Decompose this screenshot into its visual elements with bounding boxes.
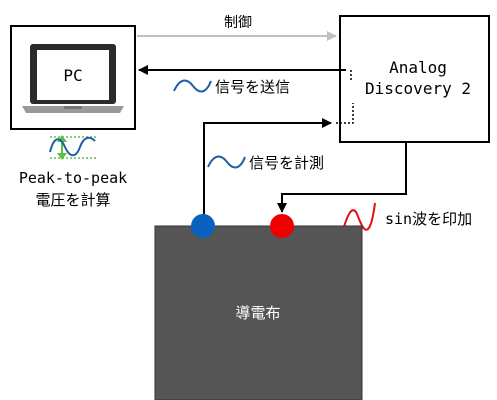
apply-sine-label: sin波を印加 bbox=[385, 210, 472, 228]
device-name-line1: Analog bbox=[389, 58, 447, 77]
peak-to-peak-label: Peak-to-peak bbox=[19, 169, 127, 187]
measure-signal-arrow bbox=[203, 118, 332, 215]
send-signal-wave-icon bbox=[173, 79, 212, 93]
send-signal-label: 信号を送信 bbox=[215, 78, 290, 96]
analog-discovery-box bbox=[339, 15, 490, 143]
red-electrode bbox=[270, 214, 294, 238]
laptop-icon bbox=[22, 44, 124, 113]
conductive-cloth bbox=[154, 225, 363, 400]
apply-sine-arrow bbox=[277, 143, 407, 213]
measure-signal-label: 信号を計測 bbox=[249, 154, 324, 172]
blue-electrode bbox=[191, 214, 215, 238]
measure-signal-dotted-lead bbox=[336, 103, 354, 124]
calc-voltage-label: 電圧を計算 bbox=[35, 191, 110, 209]
measure-signal-wave-icon bbox=[207, 155, 246, 169]
peak-to-peak-icon bbox=[49, 135, 96, 160]
conductive-cloth-label: 導電布 bbox=[235, 304, 280, 322]
apply-sine-wave-icon bbox=[343, 202, 376, 231]
device-name-line2: Discovery 2 bbox=[365, 79, 471, 98]
pc-label: PC bbox=[63, 66, 82, 85]
control-label: 制御 bbox=[224, 15, 252, 31]
